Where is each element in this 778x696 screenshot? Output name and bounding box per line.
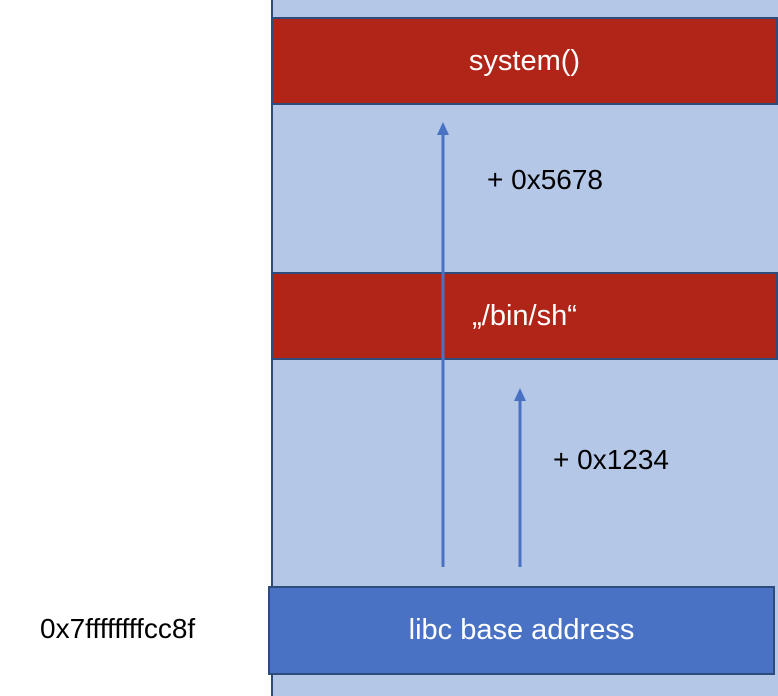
libc-base-address-label: libc base address (408, 614, 635, 646)
offset-label-lower: + 0x1234 (553, 444, 669, 475)
offset-label-upper: + 0x5678 (487, 164, 603, 195)
system-function-label: system() (468, 44, 581, 77)
bin-sh-string-label: „/bin/sh“ (472, 299, 577, 332)
bin-sh-string-block: „/bin/sh“ (271, 272, 778, 360)
system-function-block: system() (271, 17, 778, 105)
libc-base-address-block: libc base address (268, 586, 775, 675)
base-address-value: 0x7ffffffffcc8f (40, 613, 196, 644)
